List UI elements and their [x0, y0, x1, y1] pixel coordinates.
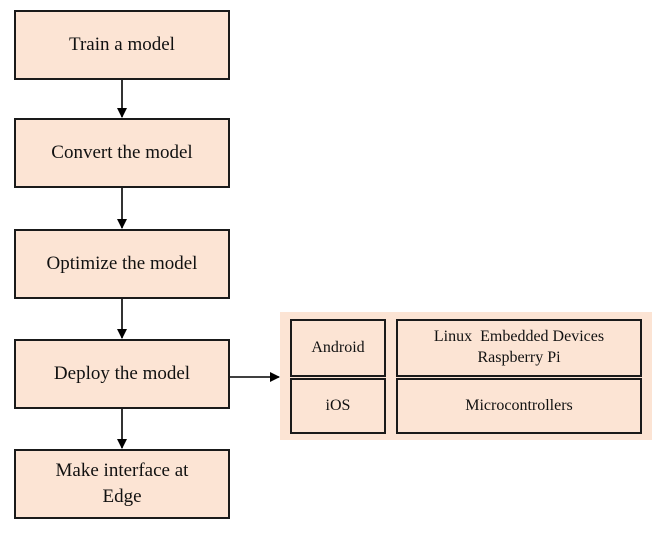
step-label: Optimize the model [46, 253, 198, 275]
platform-label-line-2: Raspberry Pi [477, 349, 561, 366]
step-label-line-2: Edge [102, 486, 142, 507]
platform-label-line-1: Linux Embedded Devices [433, 328, 605, 346]
platform-label: Microcontrollers [465, 396, 573, 414]
step-convert-model: Convert the model [14, 118, 230, 188]
platform-ios: iOS [290, 378, 386, 434]
step-train-model: Train a model [14, 10, 230, 80]
platforms-panel: Android Linux Embedded Devices Raspberry… [280, 312, 652, 440]
step-label: Train a model [69, 34, 175, 56]
step-label-line-1: Make interface at [55, 460, 189, 482]
platform-android: Android [290, 319, 386, 377]
step-make-interface: Make interface at Edge [14, 449, 230, 519]
step-optimize-model: Optimize the model [14, 229, 230, 299]
step-label: Convert the model [51, 142, 193, 164]
platform-label: iOS [325, 396, 351, 414]
platform-label: Android [311, 338, 365, 356]
platform-linux-embedded: Linux Embedded Devices Raspberry Pi [396, 319, 642, 377]
step-label: Deploy the model [53, 363, 191, 385]
platform-microcontrollers: Microcontrollers [396, 378, 642, 434]
step-deploy-model: Deploy the model [14, 339, 230, 409]
